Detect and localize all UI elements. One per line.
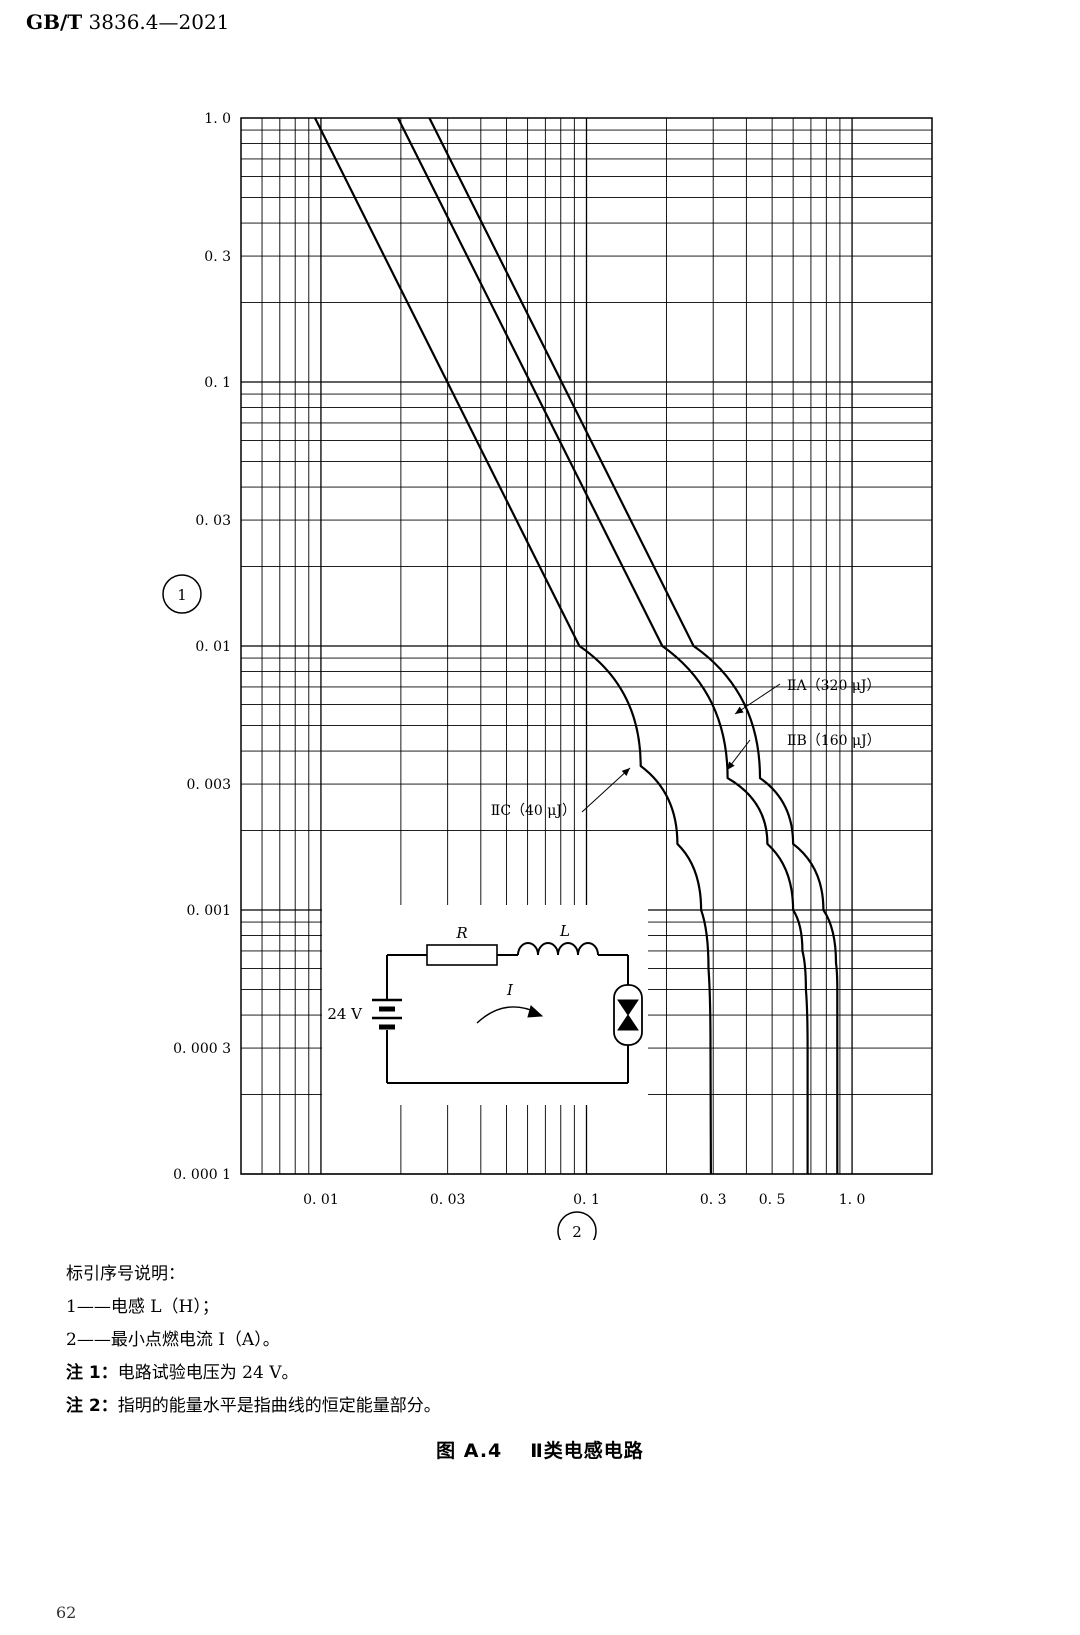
x-tick-label: 0. 5 (759, 1192, 786, 1208)
legend-item-2: 2——最小点燃电流 I（A）。 (66, 1330, 280, 1350)
legend-item-1: 1——电感 L（H）； (66, 1297, 219, 1317)
y-tick-label: 1. 0 (204, 111, 231, 127)
y-tick-label: 0. 3 (204, 249, 231, 265)
circuit-inset-background (322, 905, 648, 1105)
note-1-text: 电路试验电压为 24 V。 (117, 1363, 299, 1383)
note-2-prefix: 注 2： (66, 1396, 118, 1416)
note-1-prefix: 注 1： (66, 1363, 118, 1383)
x-axis-marker: 2 (557, 1211, 597, 1240)
y-tick-label: 0. 000 1 (173, 1167, 231, 1183)
resistor-label: R (455, 924, 467, 942)
y-tick-label: 0. 03 (195, 513, 231, 529)
note-2: 注 2：指明的能量水平是指曲线的恒定能量部分。 (66, 1390, 441, 1423)
series-label-3: ⅡC（40 μJ） (491, 803, 576, 819)
y-tick-label: 0. 1 (204, 375, 231, 391)
standard-prefix: GB/T (26, 10, 83, 34)
standard-number: 3836.4—2021 (88, 10, 230, 34)
key-and-notes: 标引序号说明： 1——电感 L（H）； 2——最小点燃电流 I（A）。 注 1：… (66, 1258, 441, 1423)
x-tick-label: 0. 01 (303, 1192, 339, 1208)
y-axis-marker: 1 (162, 574, 202, 614)
figure-number: 图 A.4 (436, 1440, 503, 1462)
y-tick-label: 0. 000 3 (173, 1041, 231, 1057)
circuit-diagram (372, 942, 643, 1084)
inductor-label: L (559, 922, 570, 940)
y-axis-marker-label: 1 (177, 586, 187, 604)
series-label-arrowhead-3 (621, 768, 630, 776)
x-tick-label: 0. 1 (573, 1192, 600, 1208)
series-label-arrowhead-1 (735, 706, 744, 714)
x-tick-label: 1. 0 (839, 1192, 866, 1208)
y-tick-label: 0. 001 (186, 903, 231, 919)
series-label-arrowhead-2 (727, 761, 735, 770)
legend-title: 标引序号说明： (66, 1264, 185, 1284)
series-label-2: ⅡB（160 μJ） (787, 733, 881, 749)
figure-caption: 图 A.4 Ⅱ类电感电路 (0, 1436, 1080, 1463)
spark-electrodes-symbol (617, 999, 639, 1031)
series-label-1: ⅡA（320 μJ） (787, 678, 881, 694)
series-curve-2 (397, 117, 809, 1174)
inductor-symbol (517, 942, 599, 956)
y-tick-label: 0. 01 (195, 639, 231, 655)
inductive-circuit-chart: 1. 0 0. 3 0. 1 0. 03 0. 01 0. 003 0. 001 0. 000… (162, 111, 933, 1240)
x-tick-label: 0. 03 (430, 1192, 466, 1208)
note-1: 注 1：电路试验电压为 24 V。 (66, 1357, 441, 1390)
series-label-leader-3 (581, 767, 631, 813)
current-arrowhead (527, 1005, 544, 1018)
voltage-label: 24 V (327, 1005, 363, 1023)
x-axis-marker-label: 2 (572, 1223, 582, 1240)
axis-tick-labels: 1. 0 0. 3 0. 1 0. 03 0. 01 0. 003 0. 001 0. 000… (173, 111, 865, 1208)
figure-title: Ⅱ类电感电路 (530, 1440, 644, 1462)
current-label: I (506, 981, 514, 999)
series-curve-3 (314, 117, 712, 1175)
document-header: GB/T 3836.4—2021 (26, 10, 229, 34)
curve-series (314, 117, 839, 1175)
series-labels: ⅡA（320 μJ） ⅡB（160 μJ） ⅡC（40 μJ） (491, 678, 881, 819)
series-curve-1 (428, 117, 839, 1174)
page-number: 62 (56, 1603, 77, 1622)
x-tick-label: 0. 3 (700, 1192, 727, 1208)
series-label-leader-1 (734, 683, 781, 715)
note-2-text: 指明的能量水平是指曲线的恒定能量部分。 (117, 1396, 441, 1416)
y-tick-label: 0. 003 (186, 777, 231, 793)
